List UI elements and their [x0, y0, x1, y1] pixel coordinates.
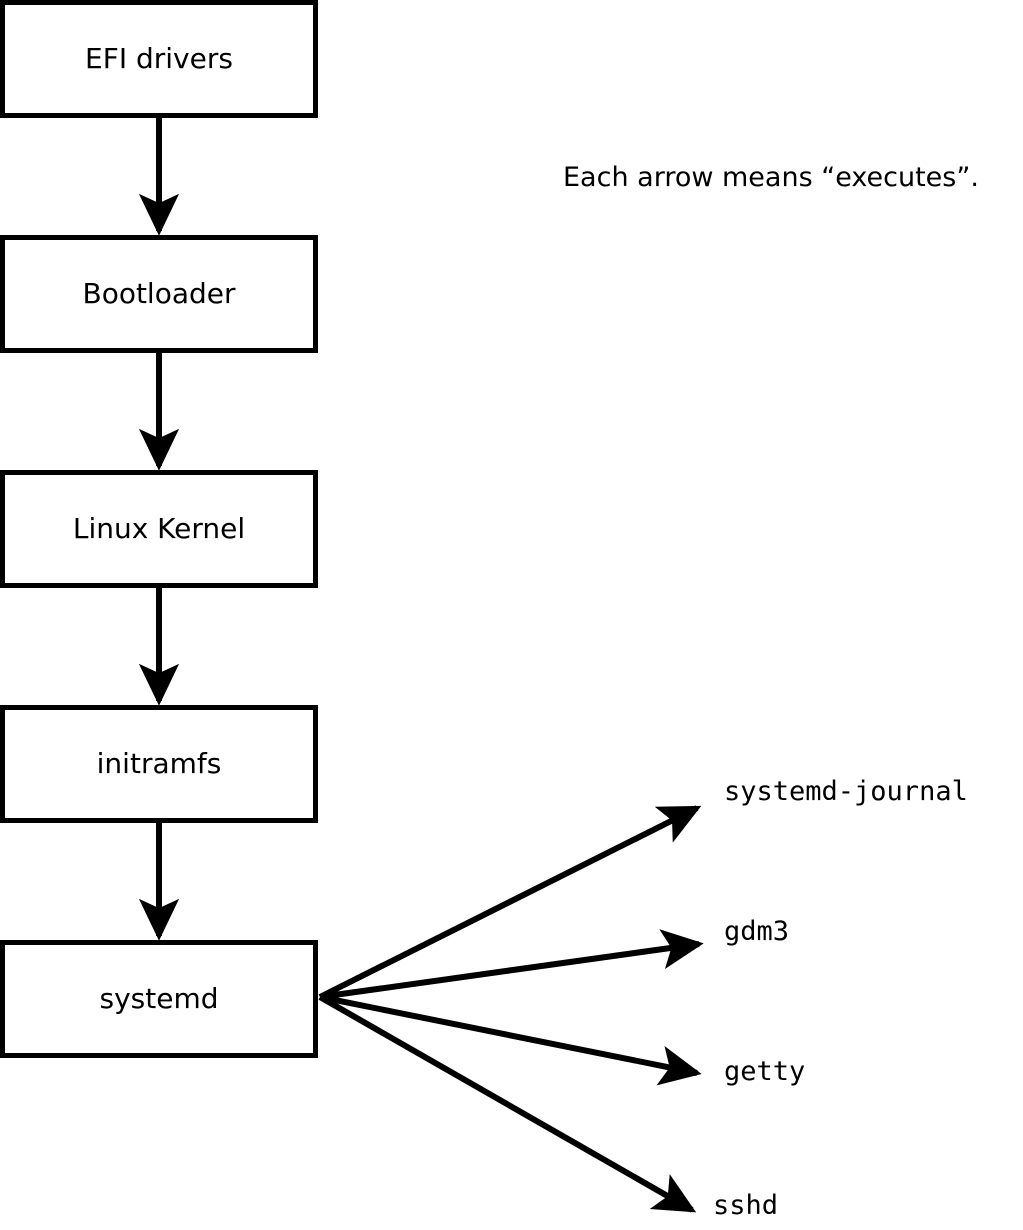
node-label-linux-kernel: Linux Kernel [72, 512, 246, 545]
fan-arrow-gdm3 [319, 929, 704, 1000]
fan-arrow-systemd-journal [318, 805, 702, 1000]
fan-arrow-sshd [318, 994, 697, 1213]
node-efi-drivers[interactable]: EFI drivers [0, 0, 318, 118]
node-systemd[interactable]: systemd [0, 940, 318, 1058]
node-linux-kernel[interactable]: Linux Kernel [0, 470, 318, 588]
leaf-label-gdm3[interactable]: gdm3 [724, 916, 790, 947]
node-label-initramfs: initramfs [96, 747, 222, 780]
node-bootloader[interactable]: Bootloader [0, 235, 318, 353]
node-label-systemd: systemd [99, 982, 219, 1015]
leaf-label-getty[interactable]: getty [724, 1056, 806, 1087]
leaf-label-sshd[interactable]: sshd [713, 1190, 779, 1221]
fan-arrow-getty [319, 994, 702, 1086]
leaf-label-systemd-journal[interactable]: systemd-journal [724, 776, 968, 807]
diagram-caption: Each arrow means “executes”. [563, 162, 979, 193]
node-label-bootloader: Bootloader [82, 277, 236, 310]
node-initramfs[interactable]: initramfs [0, 705, 318, 823]
node-label-efi-drivers: EFI drivers [85, 42, 233, 75]
